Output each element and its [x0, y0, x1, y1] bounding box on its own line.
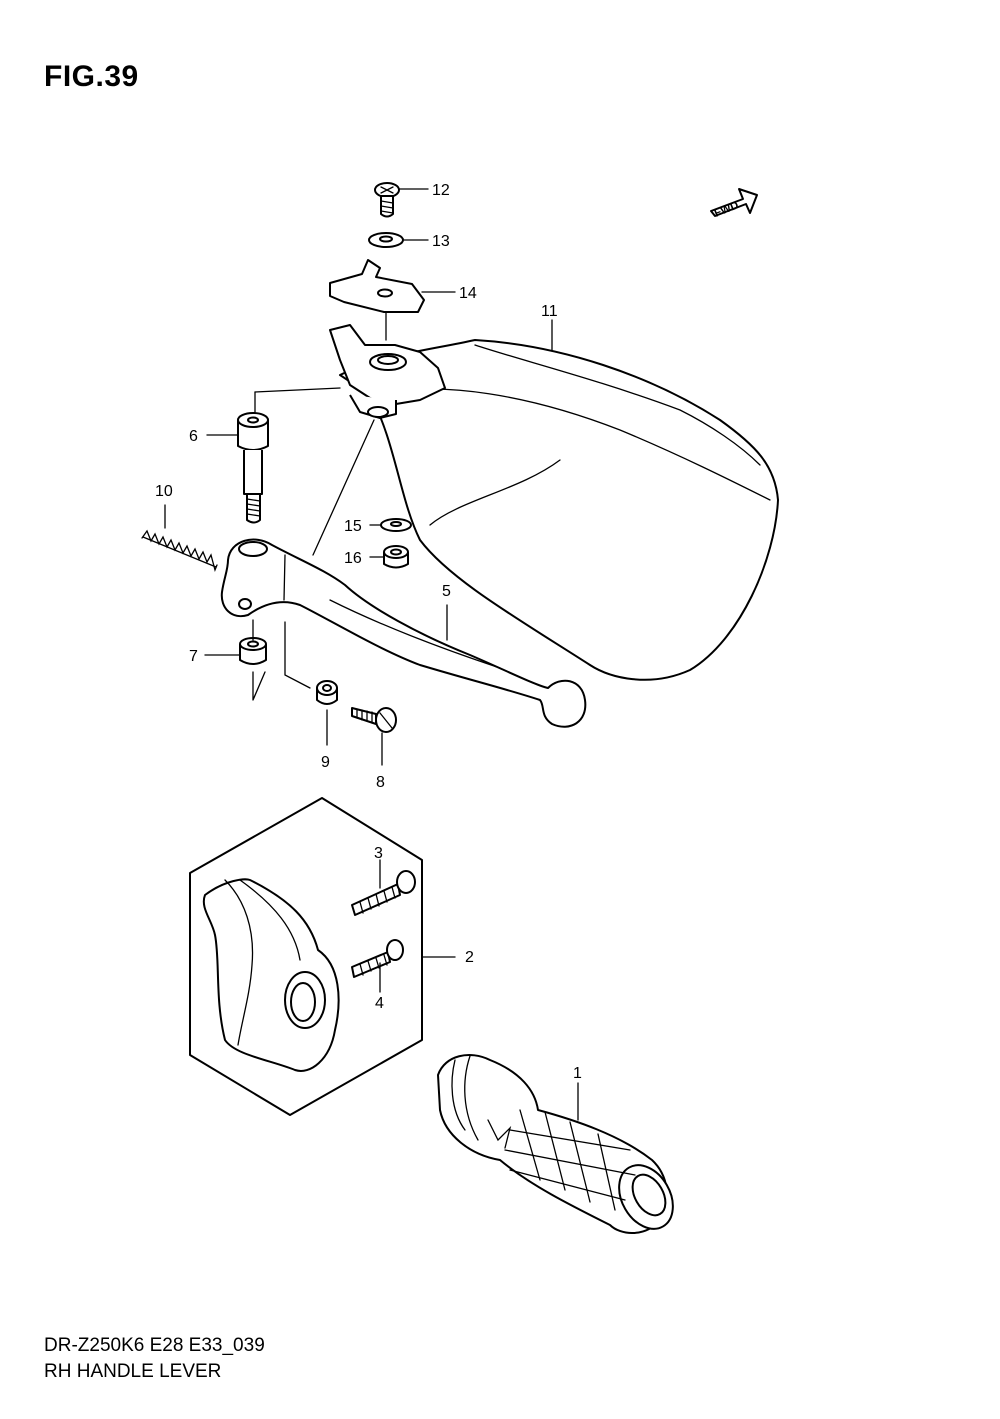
part-16-nut: [383, 545, 409, 569]
callout-12: 12: [432, 182, 450, 199]
callout-4: 4: [375, 995, 384, 1012]
part-11-hand-guard: [329, 319, 779, 681]
part-14-bracket: [329, 259, 425, 341]
part-3-screw: [351, 859, 416, 916]
callout-9: 9: [321, 754, 330, 771]
part-9-nut: [284, 621, 338, 746]
part-12-screw: [374, 182, 400, 218]
part-6-pivot-bolt: [237, 387, 341, 524]
callout-5: 5: [442, 583, 451, 600]
callout-6: 6: [189, 428, 198, 445]
diagram-code: DR-Z250K6 E28 E33_039: [44, 1335, 265, 1356]
part-1-throttle-grip: [437, 1054, 674, 1234]
part-15-washer: [380, 518, 412, 532]
part-4-screw: [351, 939, 404, 993]
callout-11: 11: [541, 303, 558, 320]
callout-13: 13: [432, 233, 450, 250]
callout-16: 16: [344, 550, 362, 567]
part-7-nut: [239, 619, 267, 701]
callout-14: 14: [459, 285, 477, 302]
fwd-arrow-icon: FWD: [710, 188, 758, 220]
fwd-arrow-label: FWD: [713, 199, 741, 220]
leader-lines: [204, 188, 456, 656]
callout-2: 2: [465, 949, 474, 966]
figure-title: FIG.39: [44, 60, 139, 93]
part-5-brake-lever: [220, 419, 587, 728]
callout-15: 15: [344, 518, 362, 535]
callout-3: 3: [374, 845, 383, 862]
callout-8: 8: [376, 774, 385, 791]
diagram-caption: RH HANDLE LEVER: [44, 1361, 222, 1382]
part-2-bracket-kit: [189, 797, 456, 1116]
part-10-spring: [141, 504, 218, 573]
callout-1: 1: [573, 1065, 582, 1082]
part-8-screw: [351, 707, 397, 766]
callout-10: 10: [155, 483, 173, 500]
part-13-washer: [368, 232, 404, 248]
callout-7: 7: [189, 648, 198, 665]
